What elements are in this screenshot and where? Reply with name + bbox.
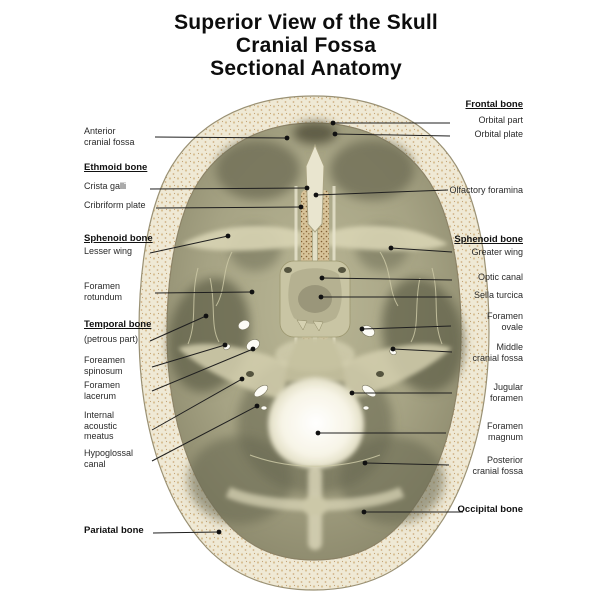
label-internal-acoustic-meatus: Internal acoustic meatus [84,410,118,441]
foramen-magnum [268,377,365,469]
label-anterior-cranial-fossa: Anterior cranial fossa [84,126,135,147]
label-petrous-part: (petrous part) [84,334,139,344]
label-greater-wing: Greater wing [471,247,523,257]
label-cribriform-plate: Cribriform plate [84,200,146,210]
label-sphenoid-bone-right: Sphenoid bone [454,234,523,245]
label-optic-canal: Optic canal [477,272,523,282]
label-foramen-magnum: Foramen magnum [486,421,523,442]
leader-lines [149,122,463,534]
label-foramen-rotundum: Foramen rotundum [84,281,123,302]
label-ethmoid-bone: Ethmoid bone [84,162,148,173]
label-orbital-part: Orbital part [478,115,523,125]
label-middle-cranial-fossa: Middle cranial fossa [472,342,523,363]
label-olfactory-foramina: Olfactory foramina [449,185,523,195]
label-lesser-wing: Lesser wing [84,246,133,256]
label-hypoglossal-canal: Hypoglossal canal [84,448,134,469]
label-foramen-ovale: Foramen ovale [486,311,523,332]
label-jugular-foramen: Jugular foramen [489,382,523,403]
crista-galli [305,143,325,233]
label-foramen-spinosum: Foreamen spinosum [84,355,126,376]
cruciform-eminence [225,466,405,550]
label-frontal-bone: Frontal bone [465,99,523,110]
label-crista-galli: Crista galli [84,181,127,191]
label-posterior-cranial-fossa: Posterior cranial fossa [472,455,523,476]
label-temporal-bone: Temporal bone [84,319,152,330]
leader-dots [203,120,396,535]
figure-title: Superior View of the Skull Cranial Fossa… [174,11,438,80]
petrous-ridges [178,338,452,400]
label-parietal-bone: Pariatal bone [84,525,144,536]
label-orbital-plate: Orbital plate [474,129,523,139]
label-sphenoid-bone-left: Sphenoid bone [84,233,153,244]
vessel-grooves [187,251,443,467]
lesser-wings [182,225,448,251]
skull-art [138,95,490,591]
sella-turcica-region [279,260,351,338]
label-occipital-bone: Occipital bone [457,504,523,515]
label-foramen-lacerum: Foramen lacerum [84,380,121,401]
label-sella-turcica: Sella turcica [473,290,523,300]
